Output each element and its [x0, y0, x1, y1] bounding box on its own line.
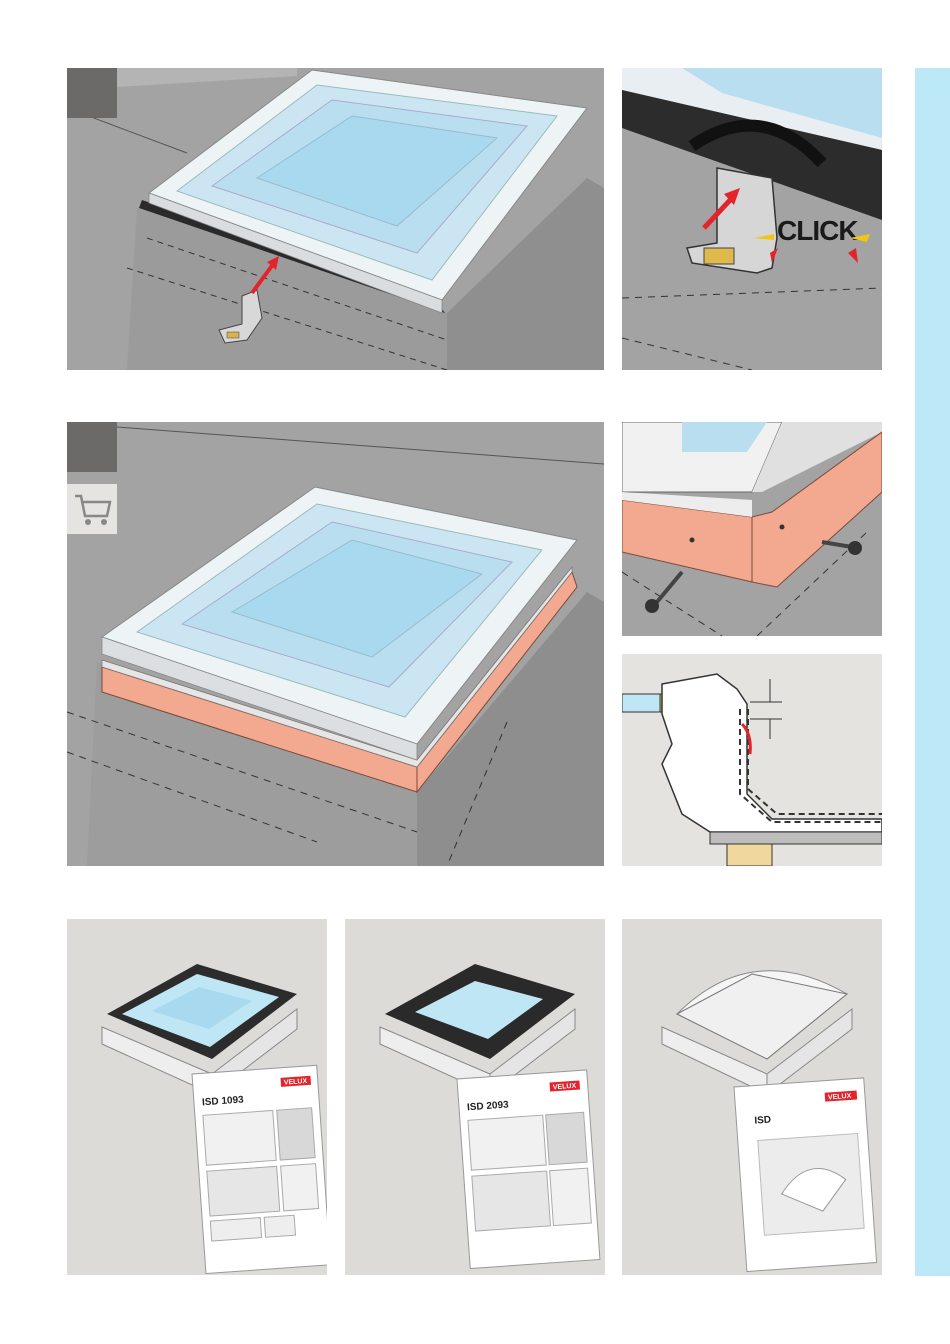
manual-panel-2: VELUX ISD 2093 — [345, 919, 605, 1275]
step-1-number-box — [67, 68, 117, 118]
manual-panel-1: VELUX ISD 1093 — [67, 919, 327, 1275]
cart-icon — [67, 484, 117, 534]
step-2-panel — [67, 422, 604, 866]
manual-panel-3: VELUX ISD — [622, 919, 882, 1275]
click-detail-panel: CLICK — [622, 68, 882, 370]
manual-3-title: ISD — [754, 1115, 771, 1127]
step-1-panel — [67, 68, 604, 370]
cross-section-panel — [622, 654, 882, 866]
step-2-number-box — [67, 422, 117, 472]
screw-detail-panel — [622, 422, 882, 636]
click-label: CLICK — [777, 215, 858, 246]
side-tab — [915, 68, 950, 1276]
